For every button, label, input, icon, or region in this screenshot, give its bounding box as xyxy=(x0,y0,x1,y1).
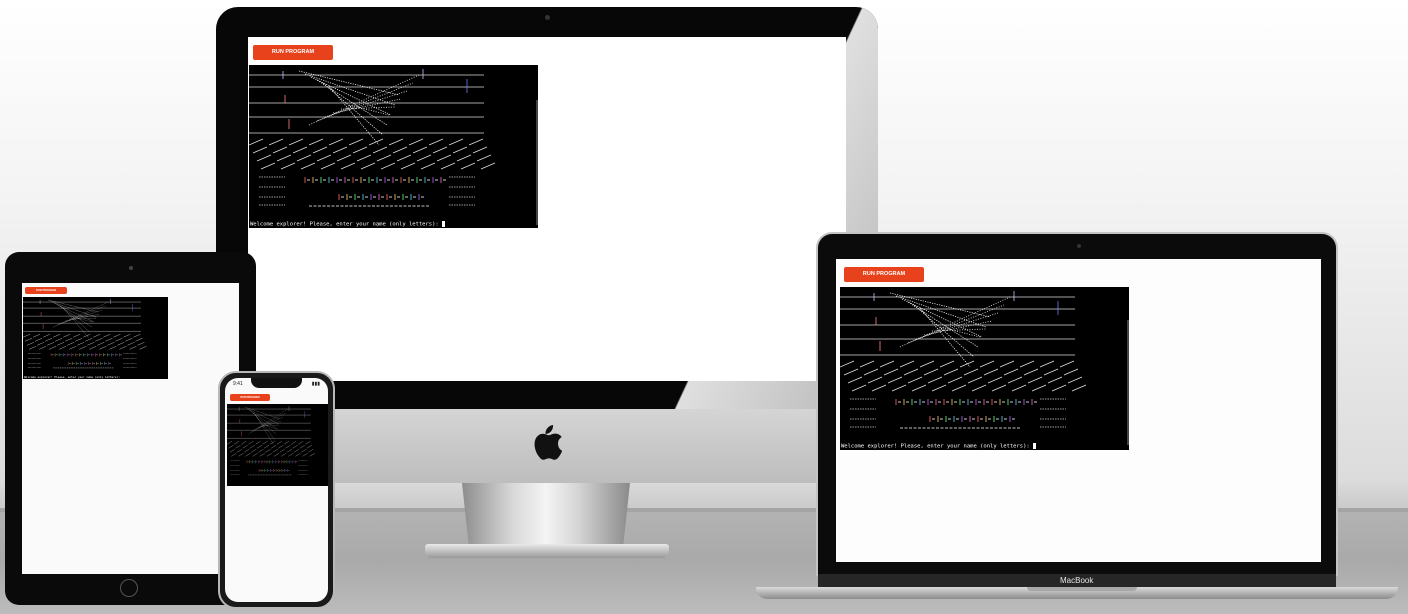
status-bar-time: 9:41 xyxy=(233,381,243,387)
ascii-art-banner xyxy=(840,291,1087,429)
macbook-opening-notch xyxy=(1027,587,1137,591)
imac-stand-foot xyxy=(425,544,669,558)
apple-logo-icon xyxy=(534,425,563,460)
terminal[interactable]: Welcome explorer! Please, enter your nam… xyxy=(249,65,538,228)
ascii-art-banner xyxy=(23,299,147,369)
macbook-base xyxy=(756,587,1398,599)
terminal-scrollbar[interactable] xyxy=(536,100,538,225)
ascii-art-banner xyxy=(249,69,496,207)
run-program-button[interactable]: RUN PROGRAM xyxy=(230,394,270,401)
desk-surface xyxy=(0,508,1408,512)
phone-notch xyxy=(251,378,302,388)
terminal-prompt: Welcome explorer! Please, enter your nam… xyxy=(250,221,443,228)
run-program-button[interactable]: RUN PROGRAM xyxy=(253,45,333,60)
imac-bezel: RUN PROGRAM Welcome explorer! Please, en… xyxy=(216,7,878,409)
terminal-scrollbar[interactable] xyxy=(1127,320,1129,445)
macbook-lid: RUN PROGRAM Welcome explorer! Please, en… xyxy=(816,232,1338,576)
ipad-screen: RUN PROGRAM Welcome explorer! Please, en… xyxy=(22,283,239,574)
iphone-screen: 9:41 ▮▮▮ RUN PROGRAM xyxy=(225,378,328,602)
camera-icon xyxy=(129,266,133,270)
terminal[interactable]: Welcome explorer! Please, enter your nam… xyxy=(840,287,1129,450)
run-program-button[interactable]: RUN PROGRAM xyxy=(844,267,924,282)
battery-icon: ▮▮▮ xyxy=(311,381,320,387)
macbook-brand-label: MacBook xyxy=(1060,576,1094,585)
camera-icon xyxy=(1077,244,1081,248)
imac-stand-neck xyxy=(462,483,630,545)
ipad: RUN PROGRAM Welcome explorer! Please, en… xyxy=(5,252,256,605)
terminal-prompt: Welcome explorer! Please, enter your nam… xyxy=(24,375,120,379)
ascii-art-banner xyxy=(227,406,315,476)
imac-screen: RUN PROGRAM Welcome explorer! Please, en… xyxy=(248,37,846,381)
terminal[interactable] xyxy=(227,404,328,486)
macbook-hinge xyxy=(818,574,1336,588)
macbook-screen: RUN PROGRAM Welcome explorer! Please, en… xyxy=(836,259,1321,562)
cursor-icon xyxy=(442,221,446,227)
terminal[interactable]: Welcome explorer! Please, enter your nam… xyxy=(23,297,168,379)
cursor-icon xyxy=(1033,443,1037,449)
camera-icon xyxy=(545,15,550,20)
iphone: 9:41 ▮▮▮ RUN PROGRAM xyxy=(218,371,335,609)
run-program-button[interactable]: RUN PROGRAM xyxy=(25,287,67,294)
home-button-icon[interactable] xyxy=(120,579,138,597)
terminal-prompt: Welcome explorer! Please, enter your nam… xyxy=(841,443,1034,450)
